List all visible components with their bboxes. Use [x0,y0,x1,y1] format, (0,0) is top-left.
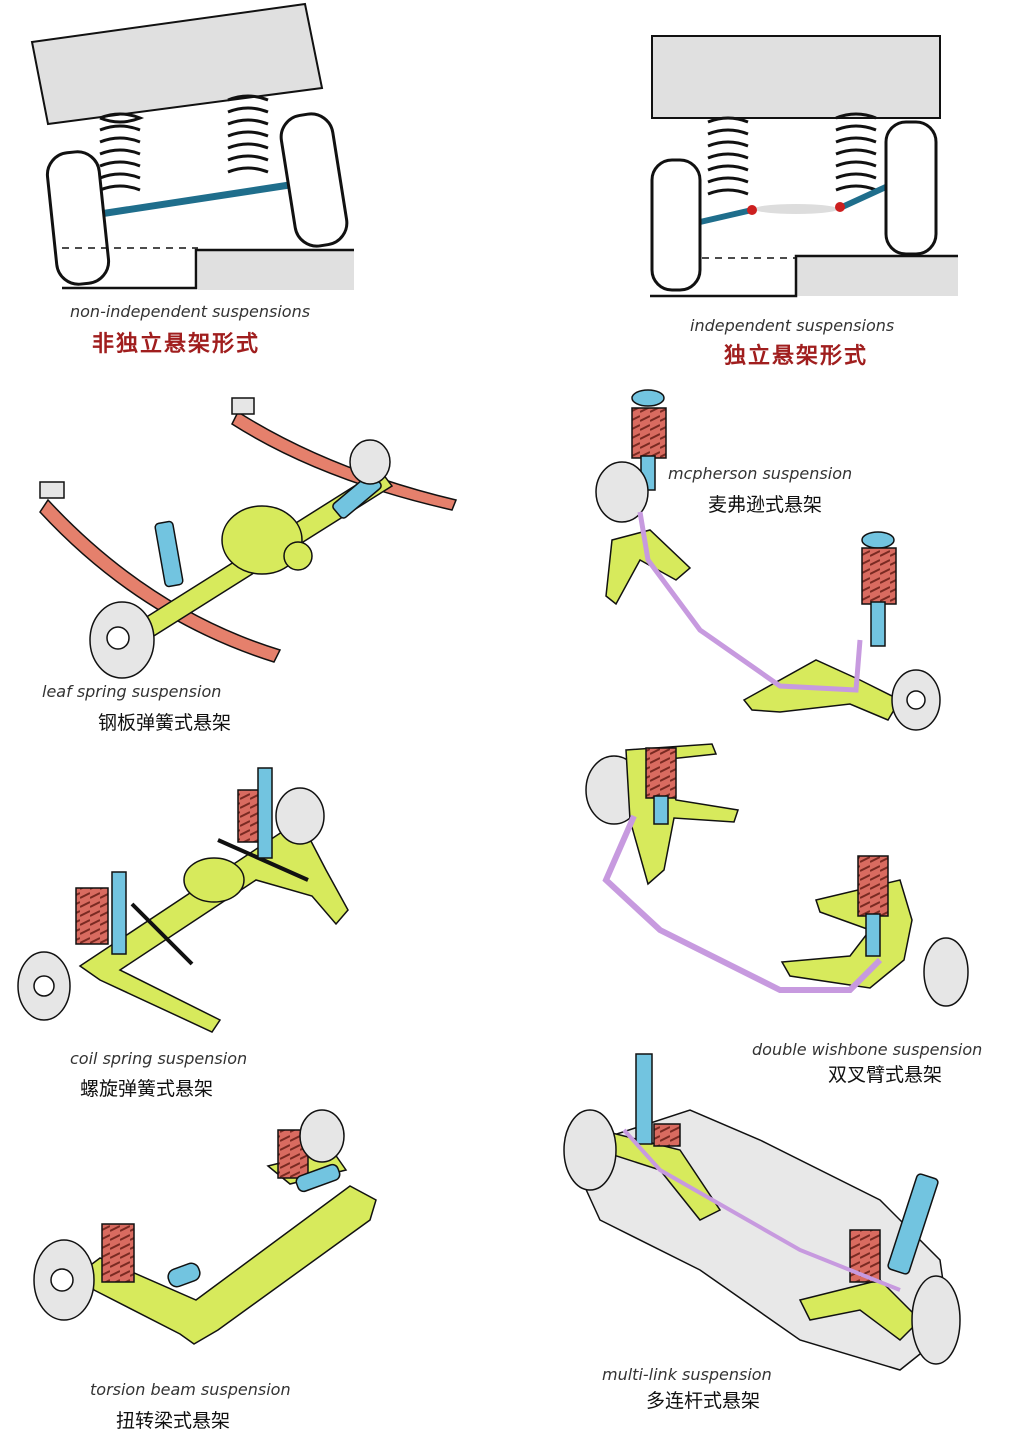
brake-disc-right [923,937,969,1007]
half-axle [754,204,838,214]
wishbones-right [780,879,913,989]
right-pivot [835,202,845,212]
right-control-arm [838,183,890,211]
coil-spring-diagram [17,767,349,1033]
caption-en-leaf-spring: leaf spring suspension [42,682,222,701]
differential [183,857,245,903]
vehicle-body [30,2,324,126]
left-coil-spring [99,112,145,192]
torsion-beam [83,1185,377,1345]
caption-zh-leaf-spring: 钢板弹簧式悬架 [98,712,232,734]
hub-left [106,626,130,650]
caption-zh-non-independent: 非独立悬架形式 [92,331,261,357]
caption-en-mcpherson: mcpherson suspension [668,464,853,483]
vehicle-body [651,35,941,119]
leaf-spring-left [39,498,282,663]
leaf-spring-right [231,410,458,511]
shock-absorber-left [635,1053,653,1145]
panhard-rod [130,902,194,966]
leaf-spring-diagram [39,397,458,679]
stabilizer-bar [637,511,863,693]
caption-zh-multi-link: 多连杆式悬架 [646,1390,761,1412]
coil-spring-front-right [861,547,897,605]
caption-en-non-independent: non-independent suspensions [70,302,311,321]
stabilizer-bar [622,1128,901,1292]
coil-spring-right [857,855,889,917]
ground-line [650,254,958,298]
brake-disc-right [349,439,391,485]
upper-link [217,838,309,882]
independent-diagram [650,35,958,298]
differential [221,505,303,575]
right-wheel [884,120,938,256]
pinion-housing [283,541,313,571]
wishbones-left [625,743,739,886]
shock-absorber-right [295,1163,341,1193]
torsion-beam-diagram [33,1109,377,1345]
caption-en-independent: independent suspensions [690,316,895,335]
multi-link-diagram [563,1053,961,1371]
spring-shackle-right [231,397,255,415]
caption-en-coil-spring: coil spring suspension [70,1049,248,1068]
mcpherson-diagram [595,389,941,731]
caption-zh-independent: 独立悬架形式 [724,343,869,369]
axle-and-trailing-arms [78,818,349,1033]
stabilizer-bar [602,814,883,993]
brake-disc-right [911,1275,961,1365]
shock-absorber-right [257,767,273,859]
coil-spring-front-left [631,407,667,459]
bump-block [198,250,354,290]
caption-zh-coil-spring: 螺旋弹簧式悬架 [80,1078,214,1100]
shock-absorber-left [167,1262,201,1288]
caption-en-torsion-beam: torsion beam suspension [90,1380,291,1399]
left-wheel [45,150,111,286]
left-pivot [747,205,757,215]
shock-absorber-left [111,871,127,955]
right-coil-spring [227,94,269,174]
rigid-axle-beam [99,180,297,218]
right-coil-spring [835,112,877,192]
ground-line [62,248,354,290]
coil-spring-left [653,1123,681,1147]
caption-en-double-wishbone: double wishbone suspension [752,1040,983,1059]
right-wheel [279,112,349,248]
shock-absorber-left [653,795,669,825]
spring-shackle-left [39,481,65,499]
double-wishbone-diagram [585,743,969,1007]
caption-zh-double-wishbone: 双叉臂式悬架 [828,1064,943,1086]
caption-en-multi-link: multi-link suspension [602,1365,772,1384]
brake-disc-right [275,787,325,845]
bump-block [796,256,958,296]
shock-absorber-right [887,1173,939,1275]
left-wheel [650,158,702,292]
caption-zh-torsion-beam: 扭转梁式悬架 [116,1410,231,1432]
brake-disc-left [595,461,649,523]
left-control-arm [699,207,753,225]
shock-absorber-left [154,520,184,588]
left-coil-spring [707,116,749,196]
shock-absorber-right [865,913,881,957]
strut-front-right [870,601,886,647]
non-independent-diagram [30,2,354,290]
caption-zh-mcpherson: 麦弗逊式悬架 [708,494,823,516]
brake-disc-left [563,1109,617,1191]
coil-spring-left [75,887,109,945]
brake-disc-right [299,1109,345,1163]
lower-arm-left [605,529,692,606]
coil-spring-left [101,1223,135,1283]
coil-spring-right [277,1129,309,1179]
coil-spring-left [645,747,677,799]
